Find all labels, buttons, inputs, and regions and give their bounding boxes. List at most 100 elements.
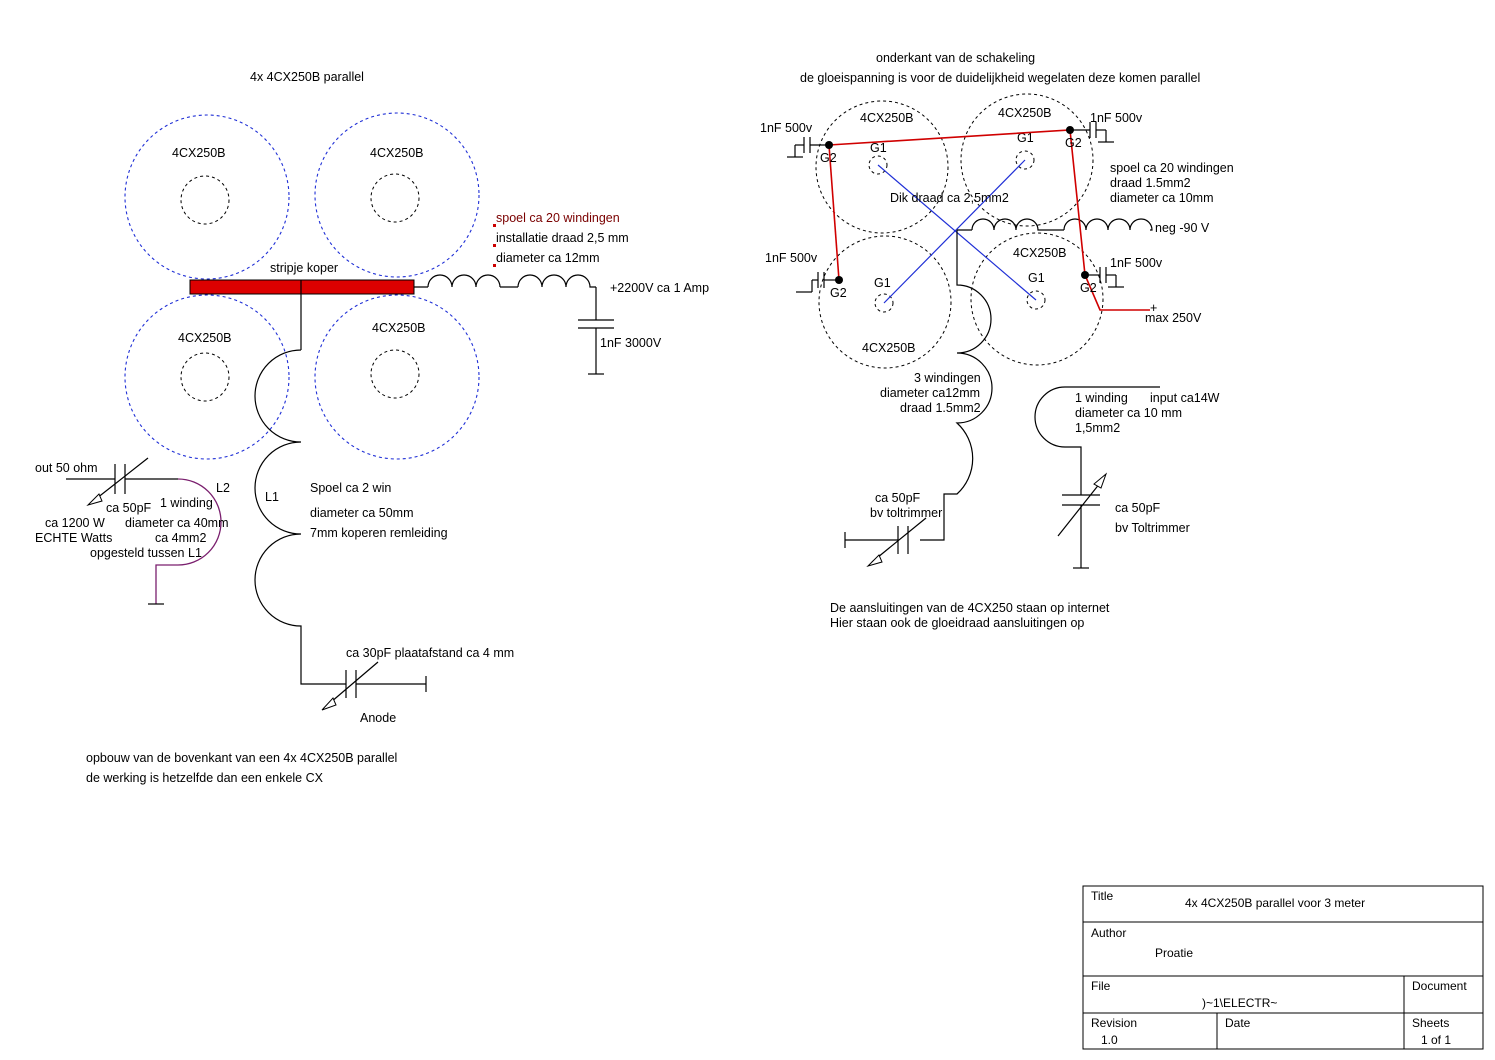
trim1-note: ca 50pF: [875, 491, 921, 505]
left-tube-tr: 4CX250B: [314, 112, 480, 278]
wind1-note: diameter ca 10 mm: [1075, 406, 1182, 420]
tb-document-label: Document: [1412, 979, 1467, 993]
left-tube-bl: 4CX250B: [124, 294, 290, 460]
coil-note: spoel ca 20 windingen: [496, 211, 620, 225]
tube-label: 4CX250B: [178, 331, 232, 345]
tube-label: 4CX250B: [370, 146, 424, 160]
g2-label: G2: [820, 151, 837, 165]
tube-label: 4CX250B: [860, 111, 914, 125]
coil-note: installatie draad 2,5 mm: [496, 231, 629, 245]
right-tube-bl: 4CX250B: [818, 235, 952, 369]
l1-label: L1: [265, 490, 279, 504]
right-tube-tr: 4CX250B: [960, 93, 1094, 227]
g2-cap-bl: [796, 272, 839, 293]
tb-date-label: Date: [1225, 1016, 1251, 1030]
supply-label: +2200V ca 1 Amp: [610, 281, 709, 295]
g2-label: G2: [1065, 136, 1082, 150]
cap-1nf-label: 1nF 500v: [1090, 111, 1143, 125]
left-tube-tl: 4CX250B: [124, 114, 290, 280]
g2-cap-tl: [787, 137, 829, 158]
input-coil-3w: [920, 230, 993, 541]
g2-label: G2: [1080, 281, 1097, 295]
tb-file-value: )~1\ELECTR~: [1202, 996, 1277, 1010]
winding-note: opgesteld tussen L1: [90, 546, 202, 560]
out-cap-label: ca 50pF: [106, 501, 152, 515]
g2-label: G2: [830, 286, 847, 300]
winding-note: 1 winding: [160, 496, 213, 510]
tb-author-label: Author: [1091, 926, 1126, 940]
wind1-note: 1 winding: [1075, 391, 1128, 405]
g1-label: G1: [1017, 131, 1034, 145]
out-label: out 50 ohm: [35, 461, 98, 475]
g2-cap-tr: [1070, 122, 1114, 143]
tb-revision-label: Revision: [1091, 1016, 1137, 1030]
plus-label: +: [1150, 301, 1157, 315]
cap-1nf-label: 1nF 500v: [765, 251, 818, 265]
tb-author-value: Proatie: [1155, 946, 1193, 960]
strip-label: stripje koper: [270, 261, 338, 275]
left-tube-br: 4CX250B: [314, 294, 480, 460]
tb-title-value: 4x 4CX250B parallel voor 3 meter: [1185, 896, 1365, 910]
winding-note: diameter ca 40mm: [125, 516, 229, 530]
spoel-note: Spoel ca 2 win: [310, 481, 391, 495]
g1-bias-coil: [957, 218, 1153, 231]
g2-cap-br: [1085, 267, 1124, 288]
g1-label: G1: [870, 141, 887, 155]
input-link-1w: [1034, 386, 1160, 495]
tb-title-label: Title: [1091, 889, 1114, 903]
left-title: 4x 4CX250B parallel: [250, 70, 364, 84]
wind1-note: 1,5mm2: [1075, 421, 1120, 435]
spoel-note: 7mm koperen remleiding: [310, 526, 448, 540]
cap-1nf-label: 1nF 500v: [760, 121, 813, 135]
right-subtitle: de gloeispanning is voor de duidelijkhei…: [800, 71, 1200, 85]
coil-note: diameter ca 10mm: [1110, 191, 1214, 205]
tube-label: 4CX250B: [862, 341, 916, 355]
g1-label: G1: [1028, 271, 1045, 285]
g1-label: G1: [874, 276, 891, 290]
hv-cap-label: 1nF 3000V: [600, 336, 662, 350]
right-tube-tl: 4CX250B: [815, 100, 949, 234]
wind3-note: draad 1.5mm2: [900, 401, 981, 415]
max-label: max 250V: [1145, 311, 1202, 325]
tube-label: 4CX250B: [1013, 246, 1067, 260]
tb-revision-value: 1.0: [1101, 1033, 1118, 1047]
l2-label: L2: [216, 481, 230, 495]
tb-sheets-value: 1 of 1: [1421, 1033, 1451, 1047]
right-note: De aansluitingen van de 4CX250 staan op …: [830, 601, 1110, 615]
coil-note: draad 1.5mm2: [1110, 176, 1191, 190]
tb-file-label: File: [1091, 979, 1111, 993]
power-note: ca 1200 W: [45, 516, 105, 530]
spoel-note: diameter ca 50mm: [310, 506, 414, 520]
tube-label: 4CX250B: [998, 106, 1052, 120]
input-trimmer-2: [1057, 472, 1108, 569]
power-note: ECHTE Watts: [35, 531, 112, 545]
hv-choke-coil: [414, 274, 596, 288]
tube-label: 4CX250B: [372, 321, 426, 335]
wind3-note: 3 windingen: [914, 371, 981, 385]
left-note: de werking is hetzelfde dan een enkele C…: [86, 771, 324, 785]
anode-coil-l1: [254, 294, 346, 685]
trim2-note: ca 50pF: [1115, 501, 1161, 515]
trim1-note: bv toltrimmer: [870, 506, 942, 520]
marker: [493, 264, 496, 267]
anode-variable-cap: [321, 661, 427, 711]
tb-sheets-label: Sheets: [1412, 1016, 1449, 1030]
neg-label: neg -90 V: [1155, 221, 1210, 235]
tube-label: 4CX250B: [172, 146, 226, 160]
right-note: Hier staan ook de gloeidraad aansluiting…: [830, 616, 1084, 630]
right-tube-br: 4CX250B: [970, 232, 1104, 366]
trim2-note: bv Toltrimmer: [1115, 521, 1190, 535]
anode-cap-label: ca 30pF plaatafstand ca 4 mm: [346, 646, 514, 660]
output-coupling-cap: [66, 457, 178, 507]
cap-1nf-label: 1nF 500v: [1110, 256, 1163, 270]
marker: [493, 224, 496, 227]
right-title: onderkant van de schakeling: [876, 51, 1035, 65]
wind3-note: diameter ca12mm: [880, 386, 980, 400]
marker: [493, 244, 496, 247]
winding-note: ca 4mm2: [155, 531, 206, 545]
hv-cap-symbol: [578, 287, 614, 375]
input-trimmer-1: [844, 517, 927, 568]
left-note: opbouw van de bovenkant van een 4x 4CX25…: [86, 751, 397, 765]
output-link-l2: [148, 478, 222, 605]
